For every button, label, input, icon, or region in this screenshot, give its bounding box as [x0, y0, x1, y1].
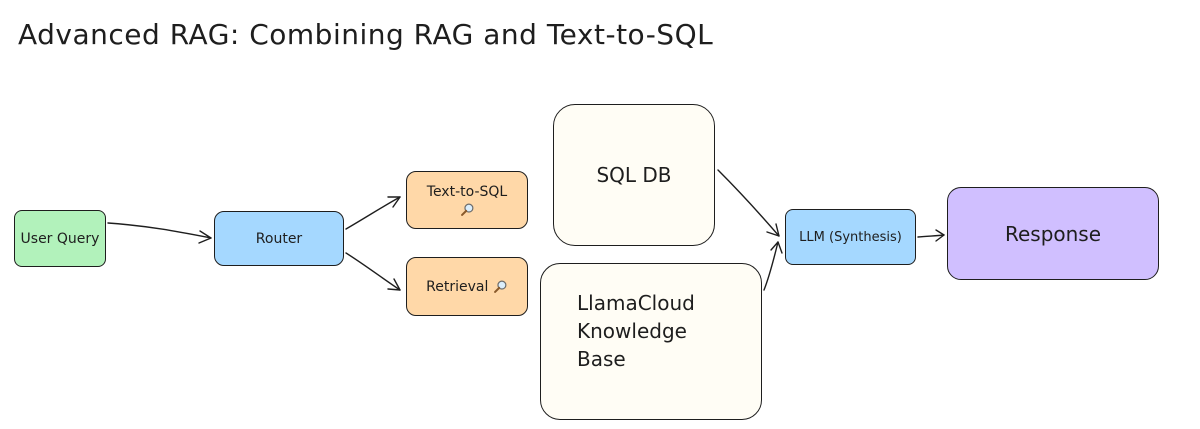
edge-llm-to-response	[917, 234, 945, 238]
knowledge-base-label-line-2: Knowledge	[577, 319, 687, 343]
arrowhead-response	[935, 229, 945, 242]
arrowhead-router	[198, 230, 212, 244]
knowledge-base-label-line-3: Base	[577, 347, 626, 371]
edge-router-to-text-to-sql	[345, 196, 401, 230]
edge-sql-db-to-llm	[717, 169, 780, 237]
text-to-sql-label: Text-to-SQL	[426, 183, 508, 200]
edge-knowledge-base-to-llm	[763, 241, 779, 291]
llm-synthesis-label: LLM (Synthesis)	[799, 229, 902, 245]
response-node: Response	[947, 187, 1159, 280]
router-label: Router	[255, 230, 303, 247]
arrowhead-llm-bottom	[770, 241, 783, 254]
text-to-sql-node: Text-to-SQL	[406, 171, 528, 229]
llm-synthesis-node: LLM (Synthesis)	[785, 209, 916, 265]
magnifier-icon	[493, 280, 507, 293]
knowledge-base-label-line-1: LlamaCloud	[577, 291, 695, 315]
arrowhead-retrieval	[387, 278, 401, 291]
edge-router-to-retrieval	[345, 252, 401, 291]
arrowhead-text-to-sql	[387, 196, 401, 208]
edge-user-query-to-router	[107, 222, 212, 239]
diagram-title: Advanced RAG: Combining RAG and Text-to-…	[18, 18, 714, 51]
router-node: Router	[214, 211, 344, 266]
user-query-label: User Query	[20, 230, 100, 247]
sql-db-node: SQL DB	[553, 104, 715, 246]
knowledge-base-node: LlamaCloud Knowledge Base	[540, 263, 762, 420]
arrowhead-llm-top	[766, 223, 780, 237]
retrieval-label: Retrieval	[426, 278, 489, 295]
user-query-node: User Query	[14, 210, 106, 267]
retrieval-node: Retrieval	[406, 257, 528, 316]
response-label: Response	[1004, 221, 1102, 246]
sql-db-label: SQL DB	[596, 163, 672, 187]
magnifier-icon	[460, 203, 473, 216]
